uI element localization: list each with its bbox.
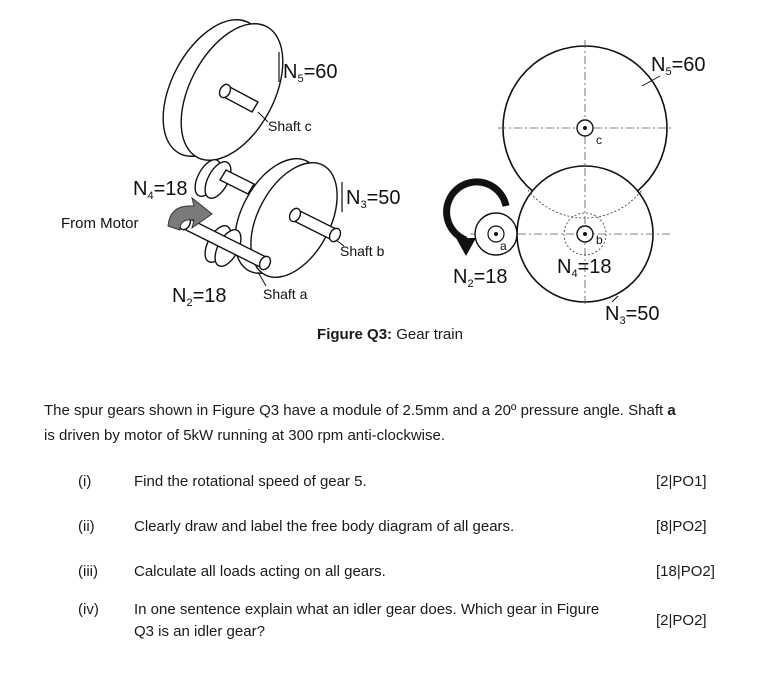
caption-label: Figure Q3: xyxy=(317,326,393,343)
left-n4-label: N4=18 xyxy=(133,178,188,202)
question-marks: [2|PO1] xyxy=(656,473,707,490)
isometric-gear-sketch xyxy=(162,19,342,278)
left-n2-label: N2=18 xyxy=(172,285,227,309)
question-number: (i) xyxy=(78,473,92,490)
caption-text: Gear train xyxy=(392,326,463,343)
question-marks: [8|PO2] xyxy=(656,518,707,535)
shaft-b-label: Shaft b xyxy=(340,243,385,259)
right-n4-label: N4=18 xyxy=(557,256,612,280)
gear4-face xyxy=(204,161,232,199)
anticlockwise-arrow xyxy=(443,178,510,244)
question-number: (iv) xyxy=(78,601,99,618)
right-n3-label: N3=50 xyxy=(605,303,660,327)
shaft-a-label: Shaft a xyxy=(263,286,308,302)
right-n5-label: N5=60 xyxy=(651,54,706,78)
shaft-c-letter: c xyxy=(596,133,602,147)
question-marks: [18|PO2] xyxy=(656,563,715,580)
figure-caption: Figure Q3: Gear train xyxy=(0,326,780,343)
question-number: (iii) xyxy=(78,563,98,580)
problem-statement: The spur gears shown in Figure Q3 have a… xyxy=(44,398,744,448)
question-text: Clearly draw and label the free body dia… xyxy=(134,518,515,535)
question-text: Find the rotational speed of gear 5. xyxy=(134,473,367,490)
question-marks: [2|PO2] xyxy=(656,612,707,629)
gear-train-figure: N5=60 Shaft c N4=18 From Motor N3=50 Sha… xyxy=(61,19,706,327)
statement-part1: The spur gears shown in Figure Q3 have a… xyxy=(44,402,668,419)
statement-part2: is driven by motor of 5kW running at 300… xyxy=(44,427,445,444)
motor-rotation-arrow xyxy=(167,196,213,231)
question-text: Calculate all loads acting on all gears. xyxy=(134,563,386,580)
statement-shaft: a xyxy=(667,402,676,419)
schematic-gear-layout xyxy=(443,40,672,305)
shaft-b-letter: b xyxy=(596,233,603,247)
left-n5-label: N5=60 xyxy=(283,61,338,85)
from-motor-label: From Motor xyxy=(61,215,139,232)
question-number: (ii) xyxy=(78,518,95,535)
question-text: In one sentence explain what an idler ge… xyxy=(134,601,600,640)
shaft-a-letter: a xyxy=(500,239,507,253)
right-n2-label: N2=18 xyxy=(453,266,508,290)
shaft-c-label: Shaft c xyxy=(268,118,312,134)
left-n3-label: N3=50 xyxy=(346,187,401,211)
